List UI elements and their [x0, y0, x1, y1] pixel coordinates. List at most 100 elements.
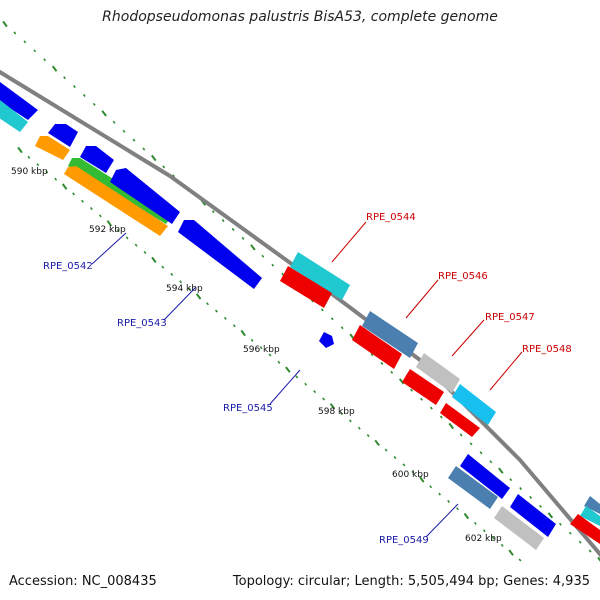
tick-mark	[380, 361, 384, 365]
tick-mark	[81, 199, 84, 203]
tick-label: 596 kbp	[243, 345, 280, 355]
tick-mark	[398, 378, 405, 385]
tick-mark	[72, 85, 76, 89]
tick-mark	[142, 147, 146, 151]
gene-arrow[interactable]	[362, 311, 418, 358]
accession-text: Accession: NC_008435	[9, 574, 157, 589]
gene-arrow[interactable]	[80, 146, 114, 173]
gene-label-rpe-0543[interactable]: RPE_0543	[117, 318, 167, 329]
gene-arrow[interactable]	[402, 369, 444, 405]
tick-mark	[558, 522, 562, 526]
tick-mark	[268, 353, 272, 357]
gene-arrow[interactable]	[0, 82, 38, 120]
tick-mark	[116, 229, 120, 233]
tick-mark	[447, 499, 451, 503]
tick-mark	[23, 40, 27, 44]
tick-mark	[241, 236, 245, 240]
tick-label: 594 kbp	[166, 284, 203, 294]
gene-arrow[interactable]	[460, 454, 510, 499]
tick-mark	[588, 549, 592, 553]
tick-mark	[112, 120, 116, 124]
gene-arrow[interactable]	[452, 384, 496, 425]
tick-mark	[151, 154, 157, 162]
tick-mark	[92, 102, 96, 106]
map-title: Rhodopseudomonas palustris BisA53, compl…	[102, 9, 498, 25]
gene-arrow[interactable]	[68, 158, 172, 224]
gene-arrow[interactable]	[584, 496, 600, 514]
tick-label: 592 kbp	[89, 225, 126, 235]
gene-arrow[interactable]	[352, 325, 402, 369]
leader-line	[425, 503, 459, 538]
tick-mark	[597, 556, 600, 562]
tick-mark	[519, 487, 523, 491]
tick-mark	[161, 265, 165, 269]
leader-line	[91, 232, 127, 265]
tick-mark	[188, 287, 192, 291]
tick-mark	[473, 521, 477, 525]
tick-mark	[122, 129, 126, 133]
gene-label-rpe-0548[interactable]: RPE_0548	[522, 344, 572, 355]
leader-line	[489, 351, 523, 391]
gene-arrow[interactable]	[510, 494, 556, 537]
gene-arrow[interactable]	[570, 514, 600, 544]
gene-arrow[interactable]	[319, 332, 334, 348]
tick-mark	[429, 406, 433, 410]
gene-arrow[interactable]	[580, 506, 600, 526]
gene-arrow[interactable]	[0, 100, 28, 132]
tick-mark	[106, 220, 113, 227]
tick-mark	[509, 478, 513, 482]
tick-labels: 590 kbp 592 kbp 594 kbp 596 kbp 598 kbp …	[11, 167, 502, 544]
gene-arrow[interactable]	[178, 220, 262, 289]
tick-label: 600 kbp	[392, 470, 429, 480]
tick-mark	[518, 558, 522, 562]
tick-mark	[448, 422, 455, 430]
gene-arrow[interactable]	[494, 506, 544, 550]
tick-mark	[63, 76, 66, 80]
tick-mark	[304, 382, 308, 386]
tick-mark	[33, 49, 37, 53]
gene-arrow[interactable]	[64, 166, 168, 236]
gene-label-rpe-0549[interactable]: RPE_0549	[379, 535, 429, 546]
tick-mark	[232, 324, 236, 328]
tick-mark	[132, 138, 136, 142]
gene-label-rpe-0545[interactable]: RPE_0545	[223, 403, 273, 414]
tick-mark	[491, 536, 495, 540]
tick-mark	[82, 93, 86, 97]
gene-label-rpe-0542[interactable]: RPE_0542	[43, 261, 93, 272]
tick-mark	[438, 492, 442, 496]
tick-mark	[195, 293, 202, 300]
gene-arrow[interactable]	[448, 466, 498, 509]
tick-mark	[206, 302, 209, 306]
gene-arrow[interactable]	[280, 266, 332, 308]
tick-mark	[179, 280, 183, 284]
gene-features	[0, 82, 600, 550]
gene-arrow[interactable]	[110, 168, 180, 224]
tick-mark	[231, 227, 235, 231]
gene-arrow[interactable]	[416, 353, 460, 393]
tick-mark	[366, 434, 370, 438]
gene-arrow[interactable]	[290, 252, 350, 300]
gene-label-leaders	[91, 221, 523, 538]
gene-arrow[interactable]	[48, 124, 78, 147]
tick-mark	[539, 504, 542, 508]
tick-mark	[285, 366, 291, 373]
gene-arrow[interactable]	[440, 403, 480, 437]
tick-mark	[459, 433, 463, 437]
tick-mark	[250, 244, 256, 251]
tick-mark	[500, 543, 504, 547]
tick-mark	[281, 272, 285, 276]
tick-mark	[13, 31, 17, 35]
gene-arrow[interactable]	[35, 136, 70, 160]
gene-label-rpe-0547[interactable]: RPE_0547	[485, 312, 535, 323]
tick-mark	[419, 476, 425, 483]
tick-mark	[51, 65, 58, 72]
tick-mark	[143, 251, 147, 254]
tick-mark	[529, 495, 533, 499]
tick-mark	[410, 388, 414, 392]
tick-mark	[17, 146, 23, 154]
gene-label-rpe-0546[interactable]: RPE_0546	[438, 271, 488, 282]
tick-mark	[151, 256, 157, 263]
tick-mark	[295, 375, 299, 379]
gene-label-rpe-0544[interactable]: RPE_0544	[366, 212, 416, 223]
